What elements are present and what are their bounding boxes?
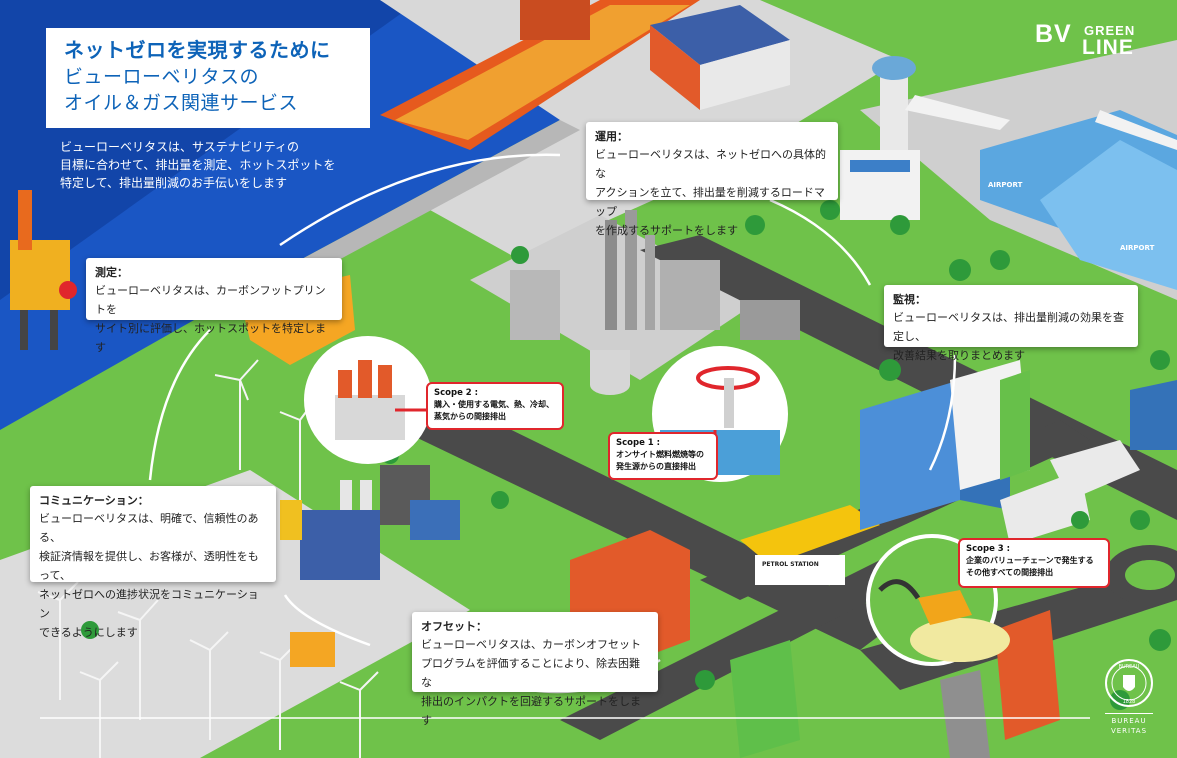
warehouse bbox=[650, 5, 790, 110]
offset-heading: オフセット： bbox=[421, 620, 487, 633]
logo-green-text: GREEN bbox=[1084, 23, 1136, 38]
measure-box: 測定： ビューローベリタスは、カーボンフットプリントを サイト別に評価し、ホット… bbox=[86, 258, 342, 354]
measure-heading: 測定： bbox=[95, 266, 128, 279]
offset-box: オフセット： ビューローベリタスは、カーボンオフセット プログラムを評価すること… bbox=[412, 612, 658, 727]
seal-bureau-text: BUREAU bbox=[1111, 717, 1146, 725]
refinery bbox=[510, 210, 800, 395]
logo-line-text: LINE bbox=[1082, 36, 1134, 59]
scope1-callout: Scope 1 : オンサイト燃料燃焼等の 発生源からの直接排出 bbox=[608, 432, 718, 480]
road bbox=[560, 560, 910, 740]
communication-body: ビューローベリタスは、明確で、信頼性のある、 検証済情報を提供し、お客様が、透明… bbox=[39, 512, 259, 639]
airport-sign-2: AIRPORT bbox=[1120, 244, 1155, 252]
petrol-station bbox=[740, 505, 880, 585]
scope1-body: オンサイト燃料燃焼等の 発生源からの直接排出 bbox=[616, 450, 704, 471]
scope1-title: Scope 1 : bbox=[616, 438, 661, 448]
oil-rig bbox=[10, 190, 77, 350]
scope2-body: 購入・使用する電気、熱、冷却、 蒸気からの間接排出 bbox=[434, 400, 554, 421]
title-line-2: ビューローベリタスの bbox=[64, 66, 260, 88]
monitor-box: 監視： ビューローベリタスは、排出量削減の効果を查定し、 改善結果を取りまとめま… bbox=[884, 285, 1138, 362]
scope3-callout: Scope 3 : 企業のバリューチェーンで発生する その他すべての間接排出 bbox=[958, 538, 1110, 588]
airplane bbox=[905, 95, 1177, 150]
power-plant bbox=[280, 465, 460, 580]
title-line-3: オイル＆ガス関連サービス bbox=[64, 92, 299, 114]
shipping-container bbox=[290, 632, 335, 667]
seal-year-text: 1828 bbox=[1123, 699, 1136, 705]
control-tower bbox=[840, 56, 920, 220]
monitor-body: ビューローベリタスは、排出量削減の効果を查定し、 改善結果を取りまとめます bbox=[893, 311, 1124, 362]
communication-box: コミュニケーション： ビューローベリタスは、明確で、信頼性のある、 検証済情報を… bbox=[30, 486, 276, 639]
logo-bv-text: BV bbox=[1035, 20, 1072, 48]
airport-terminal bbox=[980, 110, 1177, 290]
bureau-veritas-seal: BUREAU 1828 BUREAU VERITAS bbox=[1105, 659, 1153, 735]
scope2-callout: Scope 2 : 購入・使用する電気、熱、冷却、 蒸気からの間接排出 bbox=[426, 382, 564, 430]
airport-sign-1: AIRPORT bbox=[988, 181, 1023, 189]
operate-box: 運用： ビューローベリタスは、ネットゼロへの具体的な アクションを立て、排出量を… bbox=[586, 122, 838, 237]
title-line-1: ネットゼロを実現するために bbox=[64, 38, 331, 62]
seal-top-text: BUREAU bbox=[1119, 664, 1140, 670]
communication-heading: コミュニケーション： bbox=[39, 494, 149, 507]
bv-green-line-logo: BV GREEN LINE bbox=[1035, 20, 1134, 59]
measure-body: ビューローベリタスは、カーボンフットプリントを サイト別に評価し、ホットスポット… bbox=[95, 284, 326, 354]
scope3-body: 企業のバリューチェーンで発生する その他すべての間接排出 bbox=[966, 556, 1094, 577]
monitor-heading: 監視： bbox=[893, 293, 926, 306]
scope3-title: Scope 3 : bbox=[966, 544, 1011, 554]
operate-heading: 運用： bbox=[595, 130, 628, 143]
title-box: ネットゼロを実現するために ビューローベリタスの オイル＆ガス関連サービス bbox=[46, 28, 370, 128]
operate-body: ビューローベリタスは、ネットゼロへの具体的な アクションを立て、排出量を削減する… bbox=[595, 148, 826, 237]
intro-text: ビューローベリタスは、サステナビリティの 目標に合わせて、排出量を測定、ホットス… bbox=[60, 140, 336, 190]
scope2-title: Scope 2 : bbox=[434, 388, 479, 398]
offset-body: ビューローベリタスは、カーボンオフセット プログラムを評価することにより、除去困… bbox=[421, 638, 641, 727]
petrol-station-sign: PETROL STATION bbox=[762, 561, 819, 568]
cargo-ship bbox=[380, 0, 700, 150]
seal-veritas-text: VERITAS bbox=[1111, 727, 1147, 735]
